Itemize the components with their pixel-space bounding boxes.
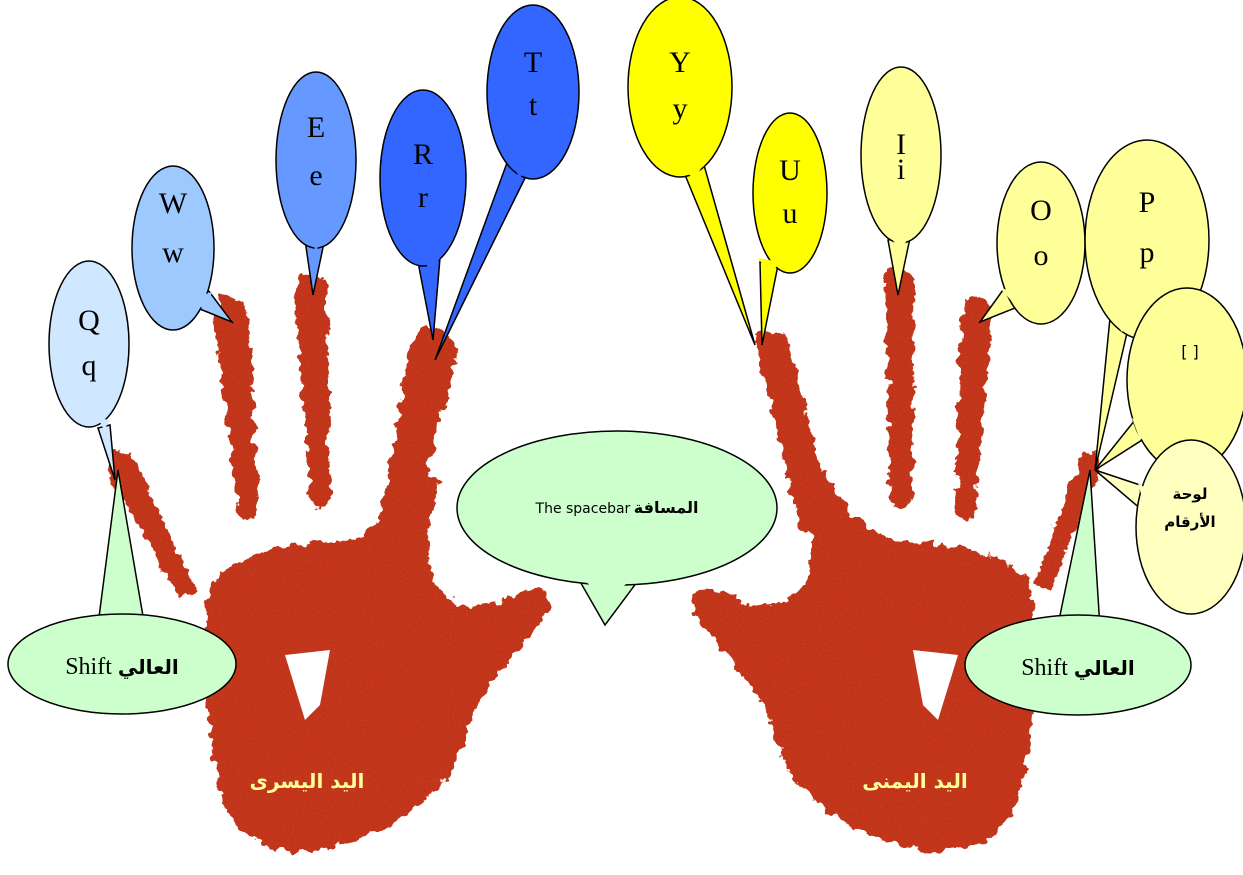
left-shift-label: Shift العالي (65, 654, 179, 680)
balloon-w: W w (132, 166, 232, 330)
keypad-line1: لوحة (1173, 485, 1208, 503)
balloon-u: U u (753, 113, 827, 345)
balloon-y: Y y (628, 0, 755, 345)
balloon-q: Q q (49, 261, 129, 480)
key-t-lower: t (529, 89, 538, 122)
right-hand (691, 267, 1100, 851)
left-hand (105, 272, 549, 851)
key-p-lower: p (1140, 236, 1155, 269)
balloon-i: I i (861, 67, 941, 295)
left-hand-label: اليد اليسرى (250, 769, 365, 793)
key-e-upper: E (307, 111, 325, 144)
key-e-lower: e (309, 159, 322, 192)
right-ring-finger (955, 297, 992, 521)
key-u-lower: u (783, 197, 798, 230)
key-o-upper: O (1030, 194, 1052, 227)
key-w-lower: w (162, 236, 184, 269)
key-o-lower: o (1034, 239, 1049, 272)
key-u-upper: U (779, 154, 801, 187)
key-q-upper: Q (78, 304, 100, 337)
key-t-upper: T (524, 46, 542, 79)
balloon-keypad: لوحة الأرقام (1095, 440, 1243, 614)
key-i-lower: i (897, 153, 905, 186)
key-brackets: [ ] (1181, 342, 1199, 361)
key-y-upper: Y (669, 46, 691, 79)
key-w-upper: W (159, 187, 188, 220)
key-y-lower: y (673, 92, 688, 125)
balloon-r: R r (380, 90, 466, 340)
spacebar-label: The spacebar المسافة (535, 498, 699, 517)
key-r-lower: r (418, 181, 428, 214)
key-q-lower: q (82, 349, 97, 382)
right-middle-finger (885, 267, 915, 507)
left-ring-finger (215, 297, 258, 521)
balloon-o: O o (980, 162, 1085, 324)
key-p-upper: P (1139, 186, 1156, 219)
keypad-line2: الأرقام (1164, 513, 1215, 531)
left-shift-balloon: Shift العالي (8, 470, 236, 714)
balloon-e: E e (276, 72, 356, 295)
key-r-upper: R (413, 138, 433, 171)
left-middle-finger (295, 272, 330, 507)
right-hand-label: اليد اليمنى (862, 769, 967, 793)
right-shift-label: Shift العالي (1021, 655, 1135, 681)
left-index-finger (380, 327, 456, 530)
